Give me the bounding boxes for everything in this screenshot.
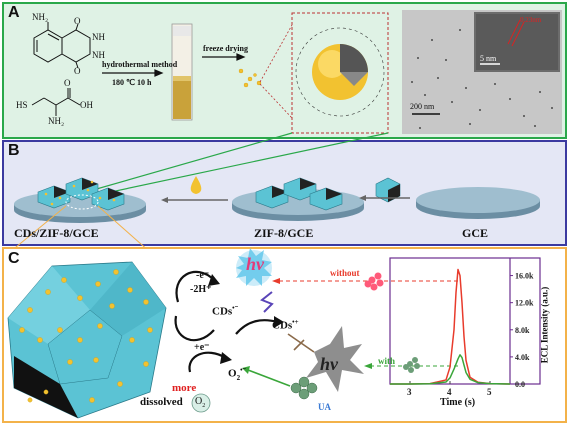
carbon-dot-sphere xyxy=(295,27,385,117)
more-label: more xyxy=(172,382,197,394)
o2-bubble-icon xyxy=(191,393,211,413)
arrow-hydrothermal xyxy=(102,69,164,77)
tem-scale-label: 200 nm xyxy=(410,102,435,111)
chart-xtick-label: 4 xyxy=(447,387,452,397)
reaction-arrows xyxy=(174,270,279,373)
chart-ylabel: ECL Intensity (a.u.) xyxy=(539,286,550,364)
electrode3-label: GCE xyxy=(462,226,489,240)
mol2-hs-label: HS xyxy=(16,100,28,110)
zoom-lines xyxy=(259,24,293,119)
connector-lines xyxy=(71,132,389,197)
panel-b-label: B xyxy=(8,142,20,159)
mol2-nh2-label: NH₂ xyxy=(48,116,65,126)
cds-zoom-box xyxy=(291,12,389,134)
o2-radical-text: O xyxy=(228,367,237,380)
o2-radical-sup: •⁻ xyxy=(240,366,247,374)
freeze-label: freeze drying xyxy=(203,44,248,53)
reaction-e-label: -e⁻ xyxy=(196,270,210,281)
arrow-head-2 xyxy=(161,197,168,203)
o2-radical-sub: 2 xyxy=(236,373,241,382)
reaction-h-label: -2H⁺ xyxy=(190,284,212,295)
cds-radical-label: CDs•⁻ xyxy=(212,304,238,318)
chart-xlabel: Time (s) xyxy=(440,397,476,408)
chart-ytick-label: 12.0k xyxy=(515,299,534,308)
zif8-crystal-large xyxy=(7,261,167,419)
ua-label: UA xyxy=(318,402,331,412)
cds-radical-sup: •⁻ xyxy=(232,304,239,312)
chart-ytick-label: 4.0k xyxy=(515,353,530,362)
squiggle-icon xyxy=(260,291,274,313)
dissolved-label: dissolved xyxy=(140,396,183,408)
chart-xtick-label: 5 xyxy=(487,387,492,397)
arrowhead-c2 xyxy=(220,352,232,364)
hv-bottom-label: hv xyxy=(320,354,338,374)
without-arrow-head xyxy=(272,278,280,284)
chart-series-without xyxy=(390,268,511,385)
without-label: without xyxy=(330,268,360,278)
plus-e-label: +e⁻ xyxy=(194,342,210,353)
hrtem-scale-label: 5 nm xyxy=(480,54,497,63)
chart-ytick-label: 16.0k xyxy=(515,272,534,281)
cysteine-structure xyxy=(31,88,81,116)
flower-icon-with xyxy=(403,357,420,373)
mol1-nh2-label: NH₂ xyxy=(32,12,49,22)
luminol-structure xyxy=(33,22,91,69)
ua-arrow xyxy=(247,369,291,387)
crossed-arrow xyxy=(287,333,315,353)
ua-arrow-head xyxy=(242,366,250,374)
cds-cation-label: CDs•+ xyxy=(272,318,299,332)
droplet-icon xyxy=(190,176,202,194)
with-arrow-head xyxy=(364,363,372,369)
cds-cation-sup: •+ xyxy=(292,318,299,326)
mol2-oh-label: OH xyxy=(80,100,93,110)
lattice-label: 0.23nm xyxy=(520,16,542,24)
arrowhead-c3 xyxy=(274,316,284,328)
method-label: hydrothermal method xyxy=(102,60,178,69)
arrow-head-1 xyxy=(359,195,366,201)
tem-image xyxy=(402,10,562,134)
cds-dots-icon xyxy=(238,68,262,88)
arrow-freeze xyxy=(202,53,246,61)
arrows-b xyxy=(168,197,410,201)
electrode1-label: CDs/ZIF-8/GCE xyxy=(14,226,99,240)
mol1-o-bot-label: O xyxy=(74,66,81,76)
chart-series-with xyxy=(390,354,511,385)
hv-top-label: hv xyxy=(246,254,264,274)
connector-bc xyxy=(9,205,151,253)
chart-ytick-label: 0.0 xyxy=(515,380,525,389)
mol2-o-label: O xyxy=(64,78,71,88)
o2-bubble-text: O xyxy=(195,396,203,407)
vial-icon xyxy=(171,23,193,121)
zif8-gce-plate xyxy=(232,177,364,221)
hv-glow-top xyxy=(236,248,272,286)
tem-particles xyxy=(411,29,553,129)
arrowhead-c1 xyxy=(208,274,220,286)
cds-radical-text: CDs xyxy=(212,305,233,318)
chart-ytick-label: 8.0k xyxy=(515,326,530,335)
panel-a-label: A xyxy=(8,4,20,21)
mol1-nh-top-label: NH xyxy=(92,32,105,42)
mol1-nh-bot-label: NH xyxy=(92,50,105,60)
o2-bubble-sub: 2 xyxy=(202,403,206,409)
flower-icon-without xyxy=(364,272,384,291)
chart-xtick-label: 3 xyxy=(407,387,412,397)
with-label: with xyxy=(378,356,396,366)
electrode2-label: ZIF-8/GCE xyxy=(254,226,314,240)
cds-cation-text: CDs xyxy=(272,319,293,332)
conditions-label: 180 ℃ 10 h xyxy=(112,78,152,87)
mol1-o-top-label: O xyxy=(74,16,81,26)
hv-star-bottom xyxy=(306,326,364,392)
ua-molecule-icon xyxy=(290,376,318,400)
gce-plate xyxy=(416,187,540,219)
panel-c-label: C xyxy=(8,250,20,267)
ecl-chart: 0.0 4.0k 8.0k 12.0k 16.0k 3 4 5 xyxy=(390,258,534,397)
o2-radical-label: O2•⁻ xyxy=(228,366,246,382)
o2-bubble-label: O2 xyxy=(195,396,205,409)
cds-zif8-gce-plate xyxy=(14,177,146,223)
